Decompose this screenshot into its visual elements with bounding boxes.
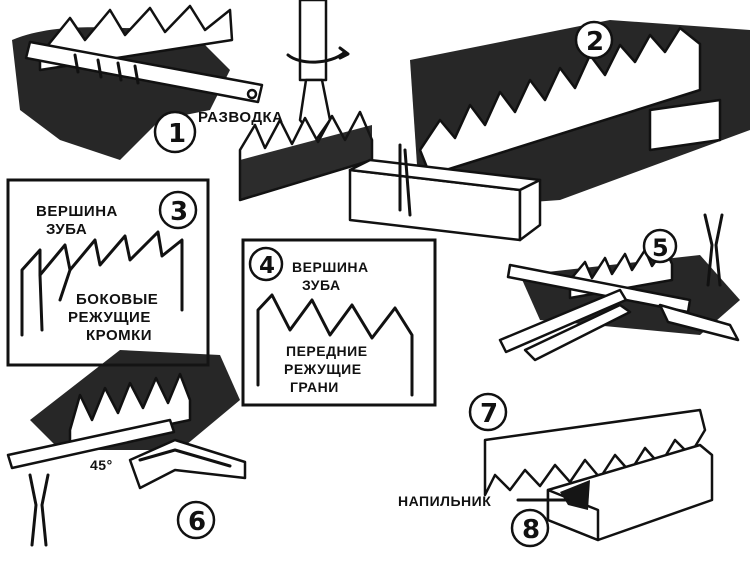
number-8: 8 <box>522 515 540 545</box>
panel-4-front-faces: 4 ВЕРШИНА ЗУБА ПЕРЕДНИЕ РЕЖУЩИЕ ГРАНИ <box>241 238 437 407</box>
number-6: 6 <box>188 507 206 537</box>
label-vershina-2: ВЕРШИНА <box>292 259 369 275</box>
panel-7-saw-blade: 7 <box>468 392 707 497</box>
panel-2-saw-clamp: 2 <box>348 20 750 242</box>
number-2: 2 <box>586 27 604 57</box>
panel-8-file-block: НАПИЛЬНИК 8 <box>398 443 714 548</box>
panel-3-tooth-profile: 3 ВЕРШИНА ЗУБА БОКОВЫЕ РЕЖУЩИЕ КРОМКИ <box>6 178 210 367</box>
label-napilnik: НАПИЛЬНИК <box>398 493 491 509</box>
label-rezhushchie-1: РЕЖУЩИЕ <box>68 309 151 326</box>
panel-6-angle-guide: 45° 6 <box>6 350 247 547</box>
label-rezhushchie-2: РЕЖУЩИЕ <box>284 361 362 377</box>
number-7: 7 <box>480 399 498 429</box>
number-4: 4 <box>259 253 275 279</box>
label-grani: ГРАНИ <box>290 379 339 395</box>
label-angle: 45° <box>90 457 113 473</box>
number-3: 3 <box>170 197 188 227</box>
label-zuba-1: ЗУБА <box>46 221 87 238</box>
number-1: 1 <box>168 119 186 149</box>
label-bokovye: БОКОВЫЕ <box>76 291 158 308</box>
label-zuba-2: ЗУБА <box>302 277 341 293</box>
label-razvodka: РАЗВОДКА <box>198 109 284 126</box>
label-vershina-1: ВЕРШИНА <box>36 203 118 220</box>
number-5: 5 <box>652 234 669 262</box>
label-perednie: ПЕРЕДНИЕ <box>286 343 368 359</box>
label-kromki: КРОМКИ <box>86 327 152 344</box>
panel-5-file-jig: 5 <box>498 213 740 362</box>
panel-1-razvodka: 1 РАЗВОДКА <box>12 0 374 202</box>
